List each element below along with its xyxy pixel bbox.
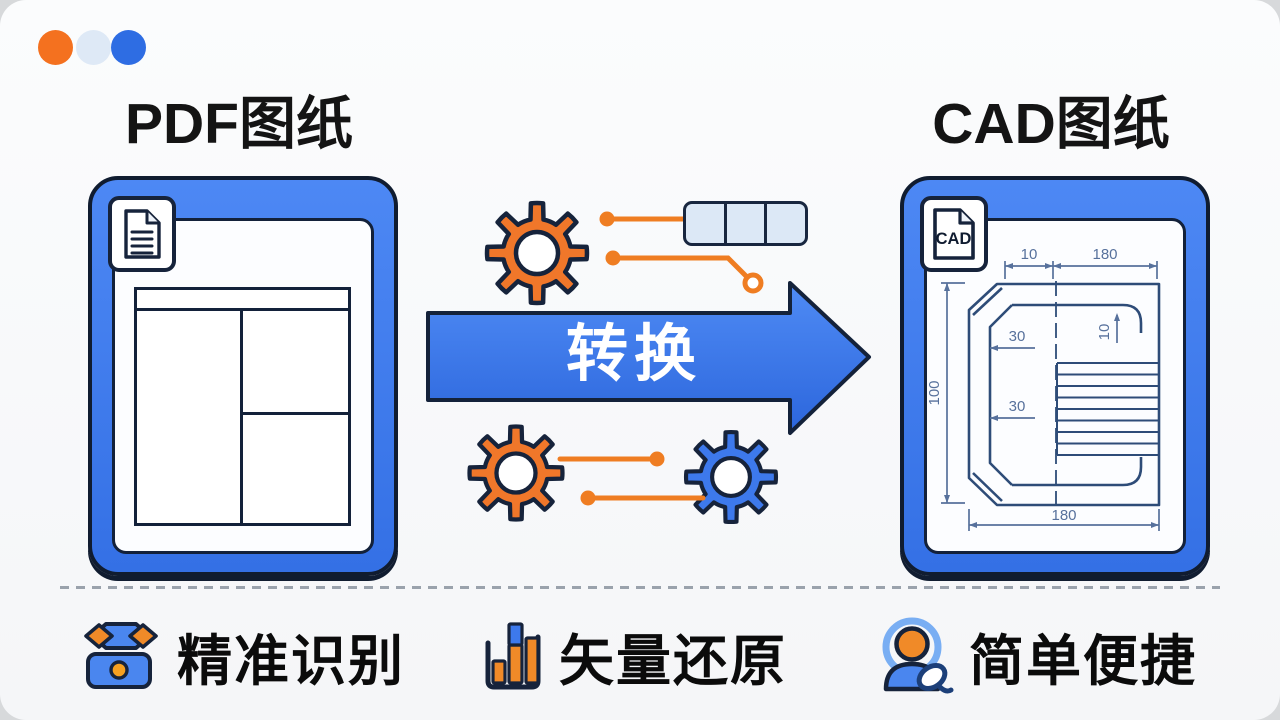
feature-vector-restore: 矢量还原 [480, 606, 787, 706]
cad-file-icon: CAD [920, 196, 988, 272]
cad-card: CAD [900, 176, 1210, 576]
feature-label: 矢量还原 [559, 630, 788, 692]
dim-label-inner-vertical: 10 [1096, 324, 1113, 341]
toolbox-icon [84, 622, 158, 689]
document-icon [108, 196, 176, 272]
dashed-divider [60, 586, 1220, 589]
dim-label-mid-upper: 30 [1009, 328, 1026, 345]
gear-bottom-orange-icon [470, 427, 563, 520]
dim-label-mid-lower: 30 [1009, 398, 1026, 415]
wireframe-vertical-divider [240, 311, 243, 523]
feature-label: 精准识别 [177, 630, 406, 692]
pdf-title: PDF图纸 [125, 92, 353, 156]
circuit-dots [580, 211, 665, 506]
feature-simple-convenient: 简单便捷 [880, 606, 1197, 706]
decor-dot-blue [111, 30, 146, 65]
dim-label-left: 100 [926, 380, 943, 405]
cad-badge-text: CAD [936, 230, 972, 248]
convert-arrow [426, 281, 871, 435]
gear-top-orange-icon [487, 203, 587, 303]
decor-dot-orange [38, 30, 73, 65]
cad-drawing: 10 180 100 30 30 10 180 [926, 246, 1161, 531]
pdf-page [112, 218, 374, 554]
chip-cell [767, 204, 805, 243]
dim-label-bottom: 180 [1051, 507, 1076, 524]
feature-label: 简单便捷 [969, 630, 1198, 692]
chip-cell [727, 204, 768, 243]
chip-cell [686, 204, 727, 243]
wireframe-horizontal-divider [243, 412, 348, 415]
pdf-wireframe [134, 287, 351, 526]
feature-accurate-recognition: 精准识别 [84, 606, 405, 706]
gear-bottom-blue-icon [686, 432, 776, 522]
cad-title: CAD图纸 [932, 92, 1170, 156]
circuit-node-ring [742, 272, 764, 294]
table-chip-icon [683, 201, 808, 246]
circuit-lines [557, 216, 749, 501]
conversion-artwork [426, 185, 871, 545]
dim-label-top-large: 180 [1092, 246, 1117, 263]
convert-arrow-label: 转换 [565, 320, 702, 389]
decor-dot-light [76, 30, 111, 65]
bar-chart-icon [485, 622, 541, 690]
hatch-lines [1056, 362, 1159, 456]
pdf-card [88, 176, 398, 576]
user-search-icon [882, 617, 954, 694]
dim-label-top-small: 10 [1021, 246, 1038, 263]
wireframe-header [137, 290, 348, 311]
